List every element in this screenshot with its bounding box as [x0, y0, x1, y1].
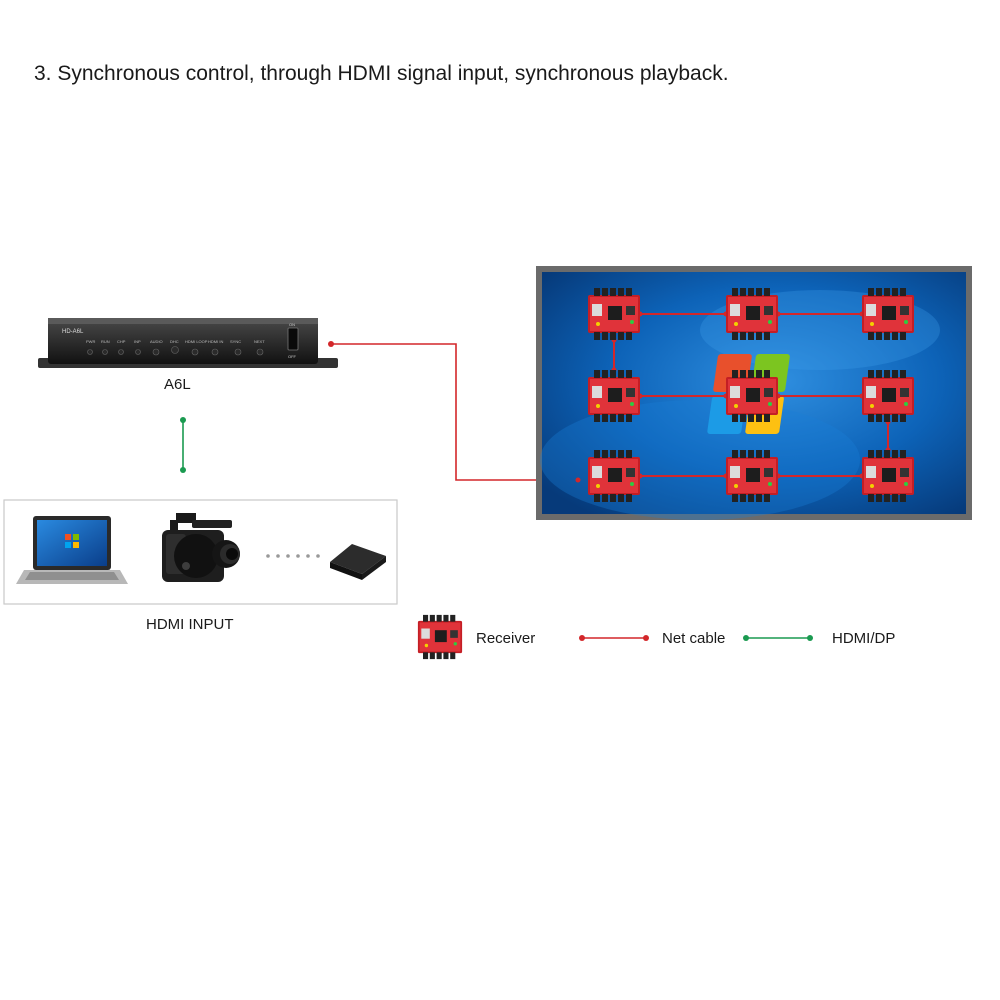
receiver-card-icon: [862, 288, 914, 340]
svg-text:NEXT: NEXT: [254, 339, 265, 344]
receiver-card-icon: [726, 370, 778, 422]
hdmi-dp-endpoint: [180, 417, 186, 423]
legend-net-cable-label: Net cable: [662, 630, 725, 647]
svg-text:ON: ON: [289, 322, 295, 327]
legend-receiver-label: Receiver: [476, 630, 535, 647]
hdmi-input-label: HDMI INPUT: [146, 616, 234, 633]
svg-text:HDMI IN: HDMI IN: [208, 339, 223, 344]
hdmi-dp-endpoint: [180, 467, 186, 473]
legend-receiver-icon: [418, 615, 462, 659]
svg-text:OFF: OFF: [288, 354, 297, 359]
controller-label: A6L: [164, 376, 191, 393]
svg-text:AUDIO: AUDIO: [150, 339, 163, 344]
receiver-card-icon: [726, 288, 778, 340]
receiver-card-icon: [588, 288, 640, 340]
receiver-card-icon: [726, 450, 778, 502]
receiver-card-icon: [862, 450, 914, 502]
receiver-card-icon: [862, 370, 914, 422]
svg-text:HDMI LOOP: HDMI LOOP: [185, 339, 208, 344]
svg-text:DHC: DHC: [170, 339, 179, 344]
legend-hdmi-dp-label: HDMI/DP: [832, 630, 895, 647]
receiver-card-icon: [588, 450, 640, 502]
legend: Receiver Net cable HDMI/DP: [418, 615, 895, 659]
net-cable-endpoint: [328, 341, 334, 347]
svg-text:INP: INP: [134, 339, 141, 344]
svg-text:PWR: PWR: [86, 339, 95, 344]
svg-text:RUN: RUN: [101, 339, 110, 344]
svg-text:SYNC: SYNC: [230, 339, 241, 344]
svg-text:CHP: CHP: [117, 339, 126, 344]
controller-brand-text: HD-A6L: [62, 329, 84, 335]
receiver-card-icon: [588, 370, 640, 422]
